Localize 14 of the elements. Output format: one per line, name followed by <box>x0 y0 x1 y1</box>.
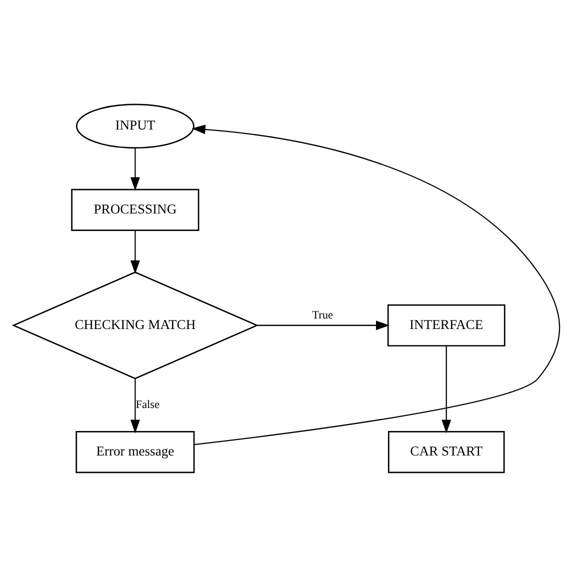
arrow <box>130 147 140 190</box>
node-ellipse: INPUT <box>76 103 194 148</box>
arrow <box>130 378 140 433</box>
node-box: PROCESSING <box>71 188 200 231</box>
arrow <box>192 124 560 445</box>
node-box: Error message <box>76 430 195 473</box>
edge-label: True <box>312 309 334 322</box>
arrow <box>257 320 390 330</box>
node-diamond: CHECKING MATCH <box>12 270 259 379</box>
edge-label: False <box>136 398 160 410</box>
node-box: INTERFACE <box>387 304 506 346</box>
arrow <box>442 345 452 433</box>
node-box: CAR START <box>388 430 505 473</box>
arrow <box>130 230 140 274</box>
